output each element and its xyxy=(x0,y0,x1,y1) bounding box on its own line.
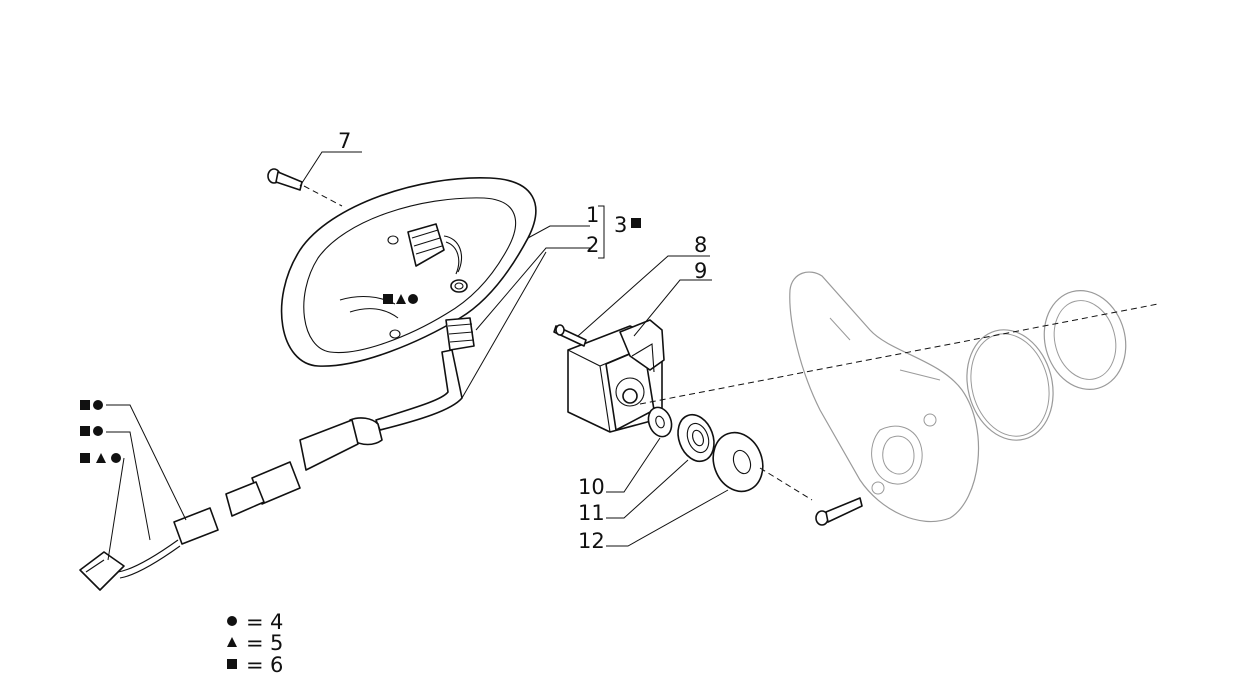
screw-axis xyxy=(759,467,813,501)
legend-equals-circle: = xyxy=(246,610,264,634)
washer-10 xyxy=(647,406,673,438)
callout-10: 10 xyxy=(578,475,605,499)
housing-connector xyxy=(407,223,468,293)
legend-triangle-symbol xyxy=(227,637,237,647)
seal-12 xyxy=(712,431,764,493)
mirror-housing xyxy=(280,177,537,367)
wiring-harness xyxy=(79,317,475,591)
legend-square-value: 6 xyxy=(270,653,283,677)
bearing-11 xyxy=(677,413,715,463)
square-symbol xyxy=(631,218,641,228)
ghost-seal-ring xyxy=(1043,290,1127,390)
callout-3: 3 xyxy=(614,213,627,237)
legend-equals-square: = xyxy=(246,653,264,677)
callout-12: 12 xyxy=(578,529,605,553)
callout-2: 2 xyxy=(586,233,599,257)
harness-marker-square-triangle-circle xyxy=(80,453,121,463)
harness-marker-square-circle-b xyxy=(80,426,103,436)
harness-marker-square-circle-a xyxy=(80,400,103,410)
symbol-legend: = 4 = 5 = 6 xyxy=(227,610,283,677)
screw-7 xyxy=(267,168,343,207)
legend-triangle-value: 5 xyxy=(270,631,283,655)
callout-9: 9 xyxy=(694,259,707,283)
callout-11: 11 xyxy=(578,501,605,525)
callout-7: 7 xyxy=(338,129,351,153)
legend-square-symbol xyxy=(227,659,237,669)
assembly-axis xyxy=(639,303,1159,405)
legend-equals-triangle: = xyxy=(246,631,264,655)
housing-marker-square-triangle-circle xyxy=(383,294,418,304)
callout-1: 1 xyxy=(586,203,599,227)
legend-circle-symbol xyxy=(227,616,237,626)
callout-8: 8 xyxy=(694,233,707,257)
leader-lines xyxy=(106,151,729,561)
mounting-screw xyxy=(815,497,863,526)
ghost-gear-housing xyxy=(789,271,980,523)
legend-circle-value: 4 xyxy=(270,610,283,634)
motor-unit xyxy=(553,319,665,433)
